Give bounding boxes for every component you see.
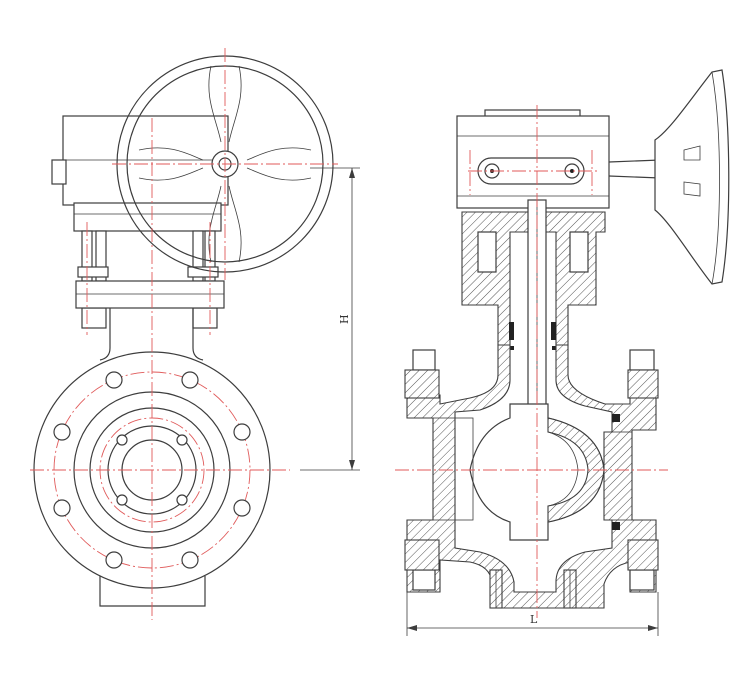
front-outer-bolt-holes bbox=[53, 371, 251, 569]
section-ball bbox=[469, 403, 620, 541]
section-bottom-plugs bbox=[489, 569, 577, 609]
dimension-h-label: H bbox=[338, 314, 351, 324]
front-neck bbox=[99, 308, 206, 607]
section-gearbox bbox=[456, 109, 610, 209]
front-centerlines bbox=[30, 48, 338, 620]
section-bonnet bbox=[461, 199, 606, 421]
dimension-h: H bbox=[300, 167, 360, 471]
section-packing bbox=[509, 322, 556, 350]
section-body bbox=[406, 344, 657, 609]
section-centerlines bbox=[395, 105, 668, 618]
front-gearbox bbox=[51, 115, 229, 232]
front-top-flange bbox=[75, 280, 225, 309]
section-flanges bbox=[404, 349, 659, 591]
dimension-l: L bbox=[406, 592, 659, 636]
front-inner-bolt-holes bbox=[116, 434, 188, 506]
front-view bbox=[30, 48, 338, 620]
section-handwheel bbox=[608, 69, 730, 285]
section-bore bbox=[432, 417, 633, 521]
dimension-l-label: L bbox=[530, 613, 538, 626]
section-view bbox=[395, 69, 730, 618]
